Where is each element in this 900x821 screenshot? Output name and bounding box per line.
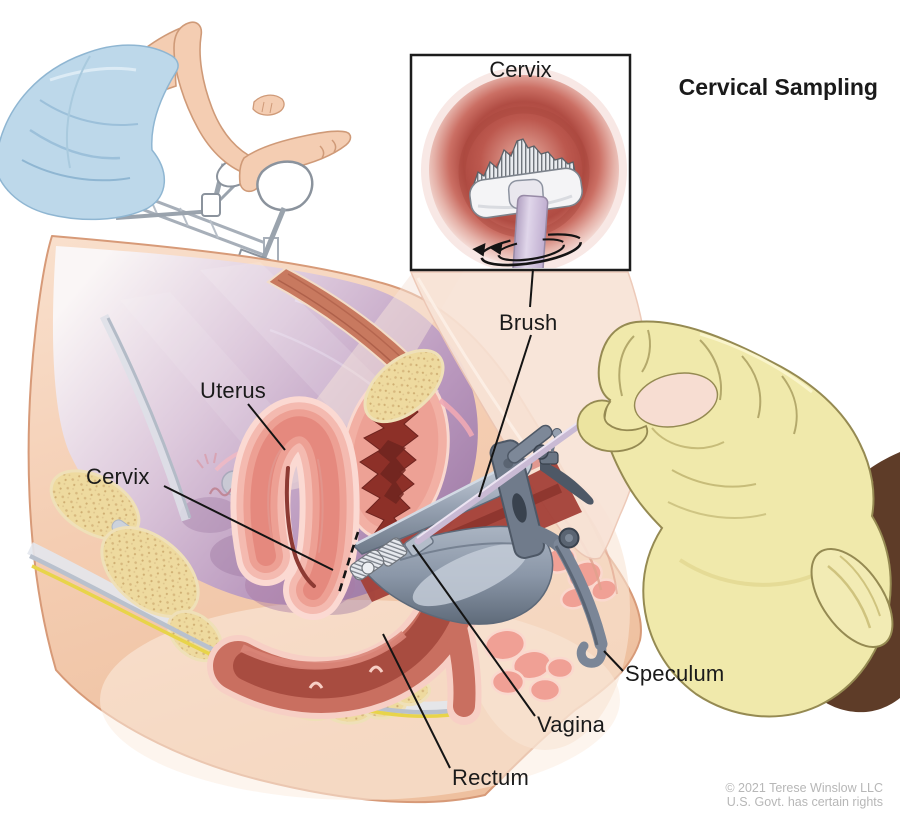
inset-box [409, 53, 632, 272]
uterus-shape [230, 396, 360, 620]
figure-title: Cervical Sampling [678, 74, 878, 100]
leader-line-uterus [247, 403, 286, 451]
label-vagina: Vagina [537, 712, 606, 737]
label-rectum: Rectum [452, 765, 529, 790]
gloved-hand [576, 320, 894, 718]
leader-line-rectum [382, 633, 451, 769]
pubic-bone [363, 348, 475, 438]
leader-line-cervix [163, 485, 334, 571]
credit-line-1: © 2021 Terese Winslow LLC [725, 781, 883, 795]
label-uterus: Uterus [200, 378, 266, 403]
finger-gap [633, 372, 719, 428]
leader-line-speculum [603, 650, 624, 672]
leader-line-brush-top [529, 268, 534, 308]
exam-scene [0, 21, 352, 273]
cervix-dashed-line [336, 531, 360, 597]
label-cervix: Cervix [86, 464, 150, 489]
glove-cuff [810, 548, 894, 648]
leader-line-brush-bottom [478, 334, 532, 498]
leader-line-vagina [412, 544, 536, 717]
label-brush: Brush [499, 310, 558, 335]
label-speculum: Speculum [625, 661, 725, 686]
rotation-arrows-icon [472, 233, 582, 267]
sampling-brush-closeup [469, 138, 583, 268]
credit-line-2: U.S. Govt. has certain rights [726, 794, 883, 809]
inset-label-cervix: Cervix [489, 57, 552, 82]
leader-lines [163, 268, 624, 769]
credit-text: © 2021 Terese Winslow LLC U.S. Govt. has… [725, 781, 883, 809]
drape [0, 44, 179, 221]
